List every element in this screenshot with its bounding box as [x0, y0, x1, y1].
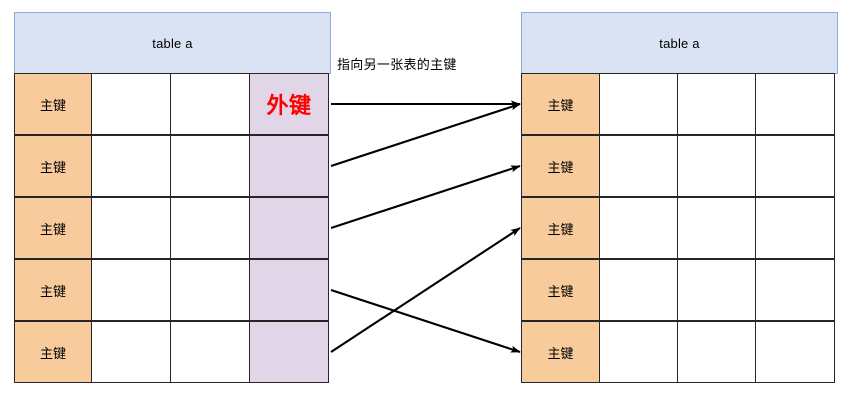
table-row: 主键	[521, 259, 838, 321]
table-cell	[91, 197, 171, 259]
primary-key-cell: 主键	[14, 321, 92, 383]
table-cell	[755, 135, 835, 197]
table-cell	[170, 321, 250, 383]
table-cell	[91, 135, 171, 197]
fk-to-pk-arrow	[330, 289, 521, 353]
table-cell	[677, 73, 756, 135]
table-row: 主键	[521, 197, 838, 259]
table-cell	[599, 197, 678, 259]
primary-key-cell: 主键	[14, 259, 92, 321]
table-cell	[755, 259, 835, 321]
left-table-title: table a	[152, 35, 193, 51]
table-cell	[755, 73, 835, 135]
table-cell	[170, 259, 250, 321]
table-cell	[755, 197, 835, 259]
table-row: 主键	[521, 73, 838, 135]
fk-to-pk-arrow	[330, 227, 521, 353]
table-cell	[677, 197, 756, 259]
right-table-header: table a	[521, 12, 838, 74]
table-cell	[599, 135, 678, 197]
foreign-key-cell	[249, 135, 329, 197]
table-cell	[599, 73, 678, 135]
table-row: 主键	[521, 135, 838, 197]
primary-key-cell: 主键	[521, 135, 600, 197]
table-cell	[677, 135, 756, 197]
left-table: table a 主键外键主键主键主键主键	[14, 12, 331, 383]
right-table: table a 主键主键主键主键主键	[521, 12, 838, 383]
foreign-key-label-cell: 外键	[249, 73, 329, 135]
table-cell	[91, 73, 171, 135]
table-cell	[755, 321, 835, 383]
table-row: 主键	[14, 197, 331, 259]
table-cell	[677, 321, 756, 383]
primary-key-cell: 主键	[14, 197, 92, 259]
table-cell	[599, 259, 678, 321]
table-cell	[170, 73, 250, 135]
foreign-key-cell	[249, 321, 329, 383]
left-table-body: 主键外键主键主键主键主键	[14, 73, 331, 383]
table-row: 主键	[14, 259, 331, 321]
right-table-title: table a	[659, 35, 700, 51]
foreign-key-cell	[249, 259, 329, 321]
right-table-body: 主键主键主键主键主键	[521, 73, 838, 383]
table-cell	[91, 259, 171, 321]
fk-to-pk-arrow	[330, 165, 521, 229]
foreign-key-cell	[249, 197, 329, 259]
table-row: 主键 外键	[14, 73, 331, 135]
primary-key-cell: 主键	[521, 321, 600, 383]
table-row: 主键	[14, 135, 331, 197]
table-row: 主键	[521, 321, 838, 383]
primary-key-cell: 主键	[521, 197, 600, 259]
fk-to-pk-arrow	[330, 103, 521, 167]
left-table-header: table a	[14, 12, 331, 74]
table-row: 主键	[14, 321, 331, 383]
table-cell	[91, 321, 171, 383]
table-cell	[170, 197, 250, 259]
primary-key-cell: 主键	[521, 73, 600, 135]
table-cell	[170, 135, 250, 197]
relation-label: 指向另一张表的主键	[337, 57, 457, 72]
primary-key-cell: 主键	[521, 259, 600, 321]
table-cell	[599, 321, 678, 383]
primary-key-cell: 主键	[14, 135, 92, 197]
table-cell	[677, 259, 756, 321]
primary-key-cell: 主键	[14, 73, 92, 135]
